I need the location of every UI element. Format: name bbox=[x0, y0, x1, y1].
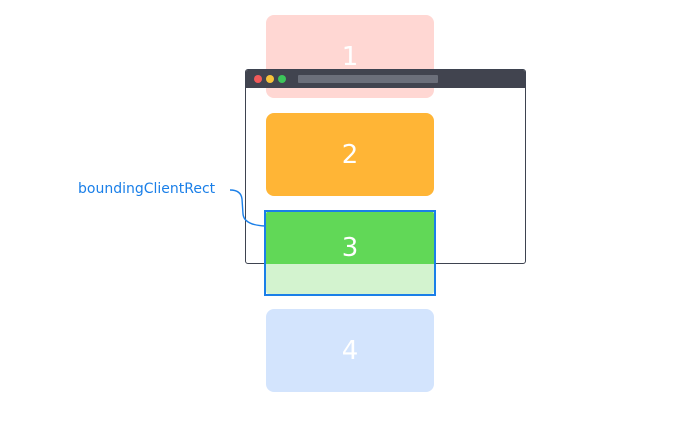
address-bar bbox=[298, 75, 438, 83]
box-1-label: 1 bbox=[341, 41, 359, 72]
minimize-dot-icon bbox=[266, 75, 274, 83]
box-3: 3 bbox=[266, 211, 434, 294]
bounding-client-rect-label: boundingClientRect bbox=[78, 181, 216, 197]
box-2: 2 bbox=[266, 113, 434, 196]
box-4-label: 4 bbox=[341, 335, 359, 366]
box-4: 4 bbox=[266, 309, 434, 392]
maximize-dot-icon bbox=[278, 75, 286, 83]
box-3-label: 3 bbox=[341, 233, 359, 263]
box-2-label: 2 bbox=[341, 139, 359, 170]
browser-title-bar bbox=[246, 70, 525, 88]
close-dot-icon bbox=[254, 75, 262, 83]
